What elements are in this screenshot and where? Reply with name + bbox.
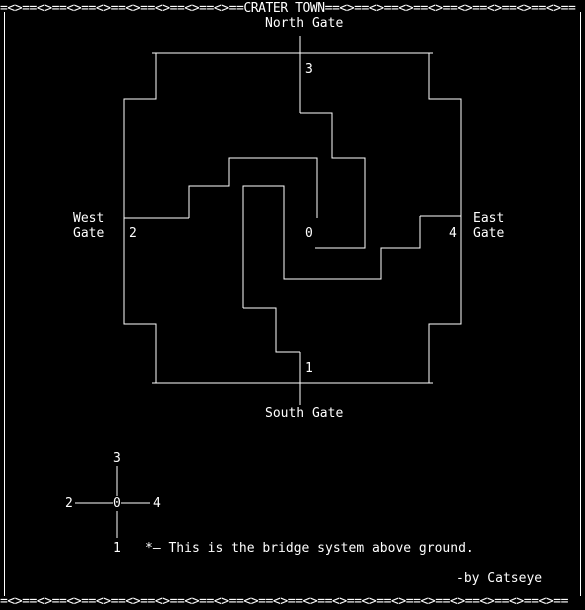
north-gate-label: North Gate [265,16,344,31]
border-bottom: =<>==<>==<>==<>==<>==<>==<>==<>==<>==<>=… [0,594,569,609]
west-gate-label-2: Gate [73,226,105,241]
south-bridge-path [243,307,300,353]
node-3: 3 [305,62,313,77]
border-right [580,12,581,596]
border-left [4,12,5,596]
credit: -by Catseye [456,571,543,586]
compass-label-bottom: 1 [113,541,121,556]
node-2: 2 [129,226,137,241]
border-top: =<>==<>==<>==<>==<>==<>==<>==<>==CRATER … [0,1,576,16]
compass-label-center: 0 [113,496,121,511]
compass-label-top: 3 [113,451,121,466]
west-gate-label-1: West [73,211,105,226]
east-bridge-path [242,185,421,308]
north-bridge-path [300,112,366,249]
compass-label-right: 4 [153,496,161,511]
legend-note: *— This is the bridge system above groun… [145,541,474,556]
east-gate-label-2: Gate [473,226,505,241]
node-4: 4 [449,226,457,241]
node-0: 0 [305,226,313,241]
node-1: 1 [305,361,313,376]
west-bridge-path [188,157,318,218]
compass-label-left: 2 [65,496,73,511]
east-gate-label-1: East [473,211,505,226]
south-gate-label: South Gate [265,406,344,421]
